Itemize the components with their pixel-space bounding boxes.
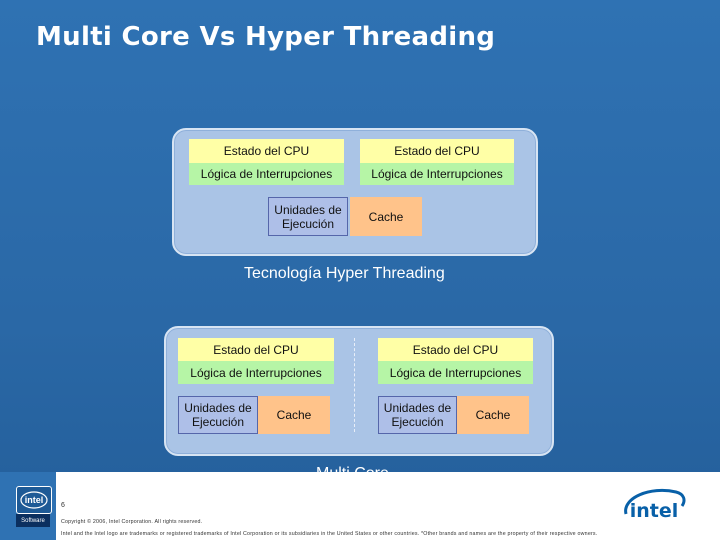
ht-cpu-state-left: Estado del CPU	[189, 139, 344, 163]
ht-cache: Cache	[350, 197, 422, 236]
mc-core1-interrupts: Lógica de Interrupciones	[178, 361, 334, 384]
mc-core2-cache: Cache	[457, 396, 529, 434]
page-number: 6	[61, 502, 65, 509]
ht-interrupts-left: Lógica de Interrupciones	[189, 163, 344, 185]
trademark-text: Intel and the Intel logo are trademarks …	[61, 531, 598, 537]
software-label: Software	[16, 514, 50, 527]
footer-band	[0, 472, 720, 540]
copyright-text: Copyright © 2006, Intel Corporation. All…	[61, 519, 203, 525]
mc-core1-execution-units: Unidades de Ejecución	[178, 396, 258, 434]
mc-core1-cache: Cache	[258, 396, 330, 434]
intel-software-badge-icon: intel	[16, 486, 52, 514]
slide-title: Multi Core Vs Hyper Threading	[36, 22, 496, 52]
badge-logo-text: intel	[25, 495, 44, 505]
mc-core2-interrupts: Lógica de Interrupciones	[378, 361, 533, 384]
core-divider	[354, 338, 355, 432]
hyper-threading-caption: Tecnología Hyper Threading	[244, 265, 445, 282]
ht-cpu-state-right: Estado del CPU	[360, 139, 514, 163]
ht-execution-units: Unidades de Ejecución	[268, 197, 348, 236]
mc-core1-cpu-state: Estado del CPU	[178, 338, 334, 361]
ht-interrupts-right: Lógica de Interrupciones	[360, 163, 514, 185]
mc-core2-execution-units: Unidades de Ejecución	[378, 396, 457, 434]
intel-logo-icon: intel	[620, 484, 688, 530]
mc-core2-cpu-state: Estado del CPU	[378, 338, 533, 361]
intel-logo-text: intel	[630, 500, 679, 522]
